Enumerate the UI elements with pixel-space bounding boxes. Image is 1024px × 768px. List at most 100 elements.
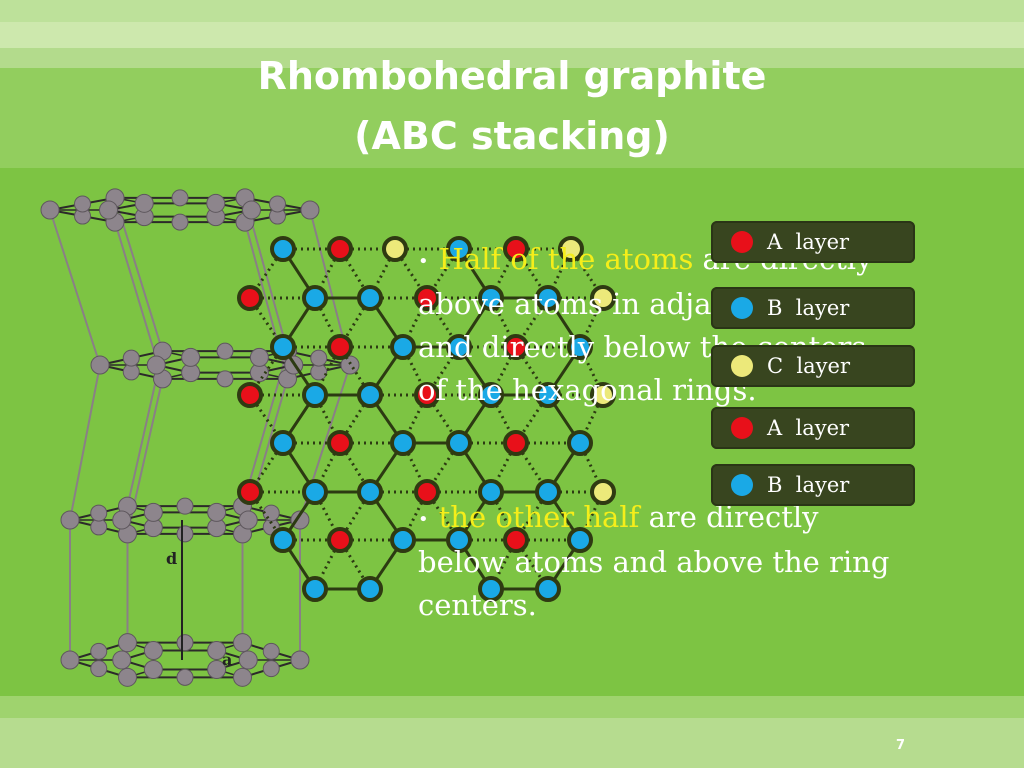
legend-b-layer: B layer bbox=[711, 287, 915, 329]
atom-b-layer bbox=[567, 334, 593, 360]
crystal-atom bbox=[134, 193, 154, 213]
atom-b-layer bbox=[390, 334, 416, 360]
atom-b-layer bbox=[390, 527, 416, 553]
bg-band-1 bbox=[0, 0, 1024, 22]
crystal-atom bbox=[242, 200, 261, 220]
crystal-atom bbox=[207, 502, 227, 522]
atom-c-layer bbox=[558, 236, 584, 262]
crystal-structure bbox=[40, 188, 360, 687]
crystal-atom bbox=[262, 504, 280, 522]
lattice-d-label: d bbox=[166, 549, 177, 568]
crystal-atom bbox=[143, 502, 163, 522]
title-line-2: (ABC stacking) bbox=[354, 114, 670, 158]
atom-b-layer bbox=[535, 576, 561, 602]
atom-b-layer bbox=[357, 382, 383, 408]
atom-b-layer bbox=[270, 430, 296, 456]
atom-a-layer bbox=[414, 479, 440, 505]
crystal-atom bbox=[262, 642, 280, 660]
legend-b-layer-2: B layer bbox=[711, 464, 915, 506]
crystal-atom bbox=[122, 349, 140, 367]
interlayer-bond bbox=[49, 209, 101, 366]
atom-a-layer bbox=[327, 334, 353, 360]
atom-b-layer bbox=[302, 382, 328, 408]
crystal-atom bbox=[300, 200, 320, 220]
bg-band-3 bbox=[0, 48, 1024, 68]
legend-dot bbox=[731, 231, 753, 253]
paragraph-2: •the other half are directly below atoms… bbox=[418, 496, 908, 627]
crystal-atom bbox=[216, 342, 234, 360]
atom-c-layer bbox=[590, 382, 616, 408]
legend-label: B layer bbox=[767, 473, 850, 497]
legend-label: A layer bbox=[767, 416, 850, 440]
crystal-atom bbox=[176, 497, 194, 515]
atom-a-layer bbox=[327, 430, 353, 456]
bullet-2: • bbox=[418, 508, 429, 530]
crystal-atom bbox=[233, 633, 252, 653]
crystal-atom bbox=[118, 633, 137, 653]
bullet-1: • bbox=[418, 250, 429, 272]
crystal-atom bbox=[118, 667, 137, 687]
title-band bbox=[0, 68, 1024, 168]
page-number: 7 bbox=[896, 738, 906, 753]
atom-b-layer bbox=[446, 236, 472, 262]
crystal-atom bbox=[40, 200, 60, 220]
atom-b-layer bbox=[270, 236, 296, 262]
legend-label: B layer bbox=[767, 296, 850, 320]
crystal-atom bbox=[238, 650, 258, 670]
crystal-atom bbox=[269, 195, 286, 213]
atom-b-layer bbox=[270, 334, 296, 360]
atom-b-layer bbox=[535, 285, 561, 311]
atom-a-layer bbox=[414, 285, 440, 311]
crystal-atom bbox=[171, 189, 189, 207]
crystal-atom bbox=[90, 504, 108, 522]
crystal-atom bbox=[112, 510, 132, 530]
atom-b-layer bbox=[478, 382, 504, 408]
atom-b-layer bbox=[567, 527, 593, 553]
crystal-hex-ring bbox=[156, 356, 294, 374]
crystal-atom bbox=[238, 510, 258, 530]
interlayer-bond bbox=[69, 364, 101, 521]
legend-a-layer: A layer bbox=[711, 221, 915, 263]
atom-c-layer bbox=[382, 236, 408, 262]
crystal-atom bbox=[171, 213, 189, 231]
footer-band bbox=[0, 718, 1024, 768]
crystal-atom bbox=[99, 200, 118, 220]
crystal-atom bbox=[176, 634, 194, 652]
atom-b-layer bbox=[270, 527, 296, 553]
atom-b-layer bbox=[567, 430, 593, 456]
crystal-atom bbox=[207, 640, 227, 660]
atom-a-layer bbox=[503, 236, 529, 262]
atom-b-layer bbox=[357, 576, 383, 602]
crystal-atom bbox=[60, 650, 80, 670]
crystal-atom bbox=[340, 355, 360, 375]
title-line-1: Rhombohedral graphite bbox=[257, 54, 767, 98]
atom-b-layer bbox=[446, 430, 472, 456]
atom-a-layer bbox=[503, 527, 529, 553]
crystal-atom bbox=[249, 347, 269, 367]
crystal-atom bbox=[181, 347, 201, 367]
bg-band-2 bbox=[0, 22, 1024, 48]
crystal-atom bbox=[90, 642, 108, 660]
crystal-atom bbox=[74, 195, 91, 213]
atom-a-layer bbox=[414, 382, 440, 408]
atom-b-layer bbox=[478, 479, 504, 505]
legend-a-layer-2: A layer bbox=[711, 407, 915, 449]
crystal-atom bbox=[290, 650, 310, 670]
bg-band-5 bbox=[0, 696, 1024, 718]
crystal-atom bbox=[90, 355, 110, 375]
atom-a-layer bbox=[327, 527, 353, 553]
abc-stacking-lattice bbox=[237, 236, 616, 602]
atom-b-layer bbox=[446, 527, 472, 553]
atom-b-layer bbox=[302, 576, 328, 602]
legend-dot bbox=[731, 297, 753, 319]
crystal-hex-ring bbox=[121, 511, 249, 529]
crystal-atom bbox=[143, 640, 163, 660]
atom-a-layer bbox=[503, 430, 529, 456]
lattice-a-label: a bbox=[222, 650, 232, 669]
legend-dot bbox=[731, 417, 753, 439]
legend-label: C layer bbox=[767, 354, 850, 378]
atom-b-layer bbox=[302, 285, 328, 311]
atom-c-layer bbox=[590, 479, 616, 505]
crystal-atom bbox=[233, 667, 252, 687]
crystal-atom bbox=[262, 660, 280, 678]
